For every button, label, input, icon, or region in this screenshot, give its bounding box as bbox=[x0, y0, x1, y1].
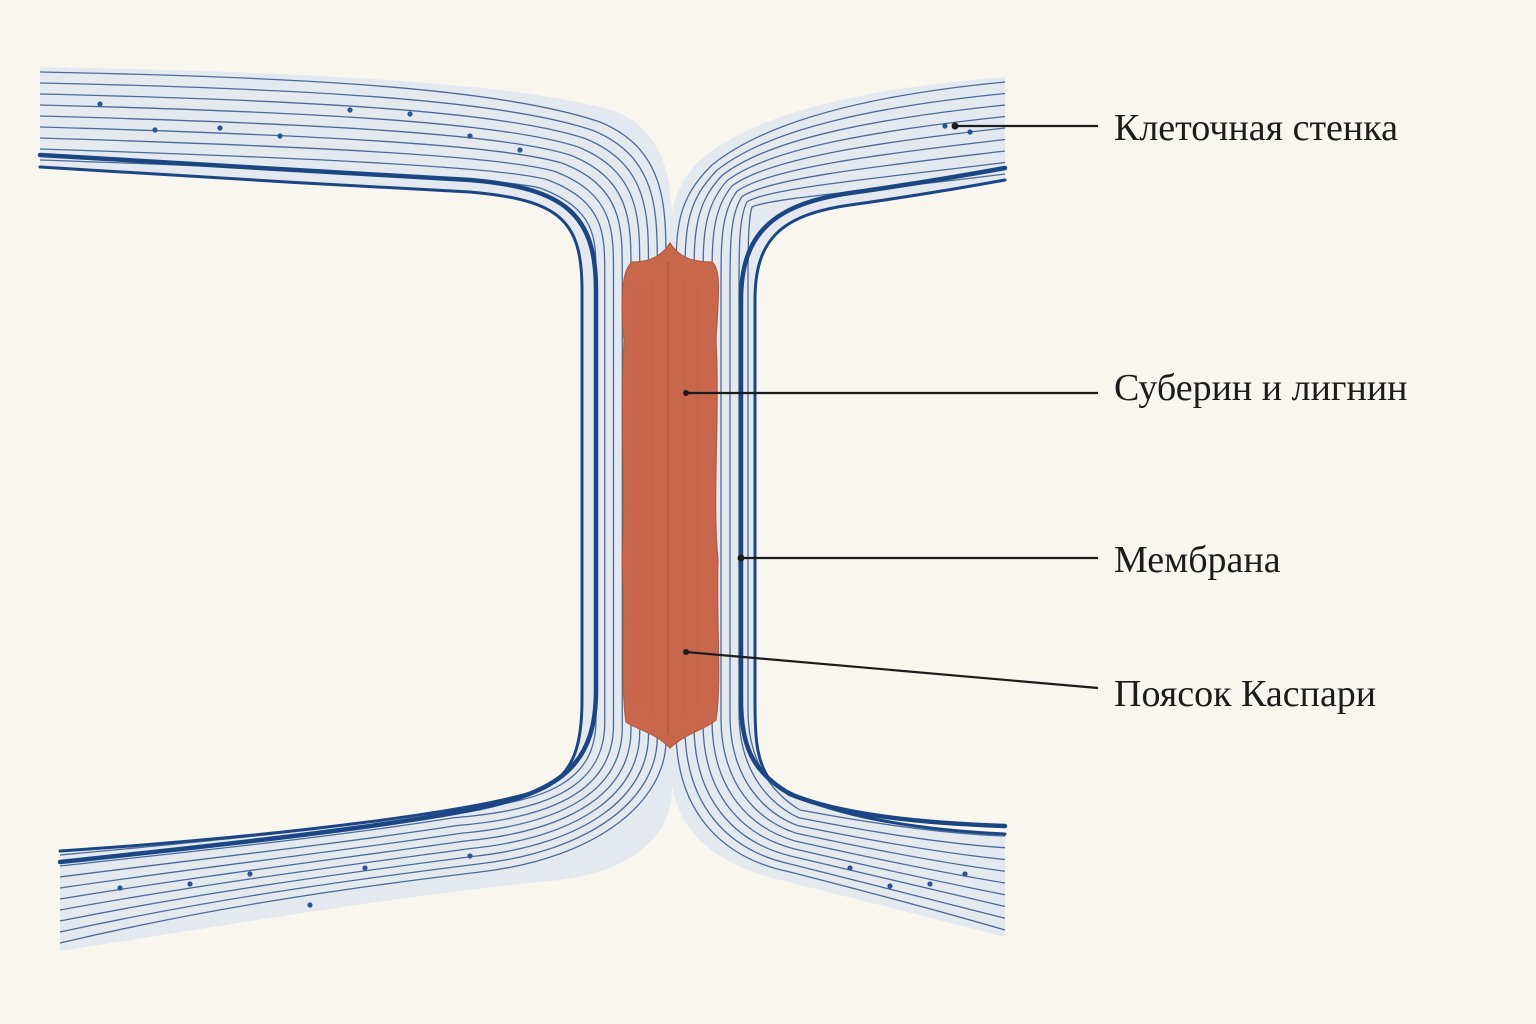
wall-speckle bbox=[307, 902, 313, 908]
wall-speckle bbox=[847, 865, 853, 871]
wall-speckle bbox=[187, 881, 193, 887]
wall-speckle bbox=[467, 853, 473, 859]
wall-speckle bbox=[97, 101, 103, 107]
casparian-strip bbox=[621, 241, 720, 749]
wall-speckle bbox=[517, 147, 523, 153]
wall-speckle bbox=[117, 885, 123, 891]
wall-fibre bbox=[39, 115, 632, 900]
wall-fibre bbox=[747, 173, 1006, 837]
wall-speckle bbox=[962, 871, 968, 877]
label-membrane: Мембрана bbox=[1114, 539, 1281, 581]
label-suberin-lignin: Суберин и лигнин bbox=[1114, 367, 1408, 409]
wall-speckle bbox=[362, 865, 368, 871]
pointer-dot-cell-wall bbox=[951, 122, 959, 130]
wall-speckle bbox=[247, 871, 253, 877]
wall-fibre bbox=[39, 137, 615, 878]
leader-lines bbox=[685, 124, 1099, 690]
pointer-dot-casparian bbox=[683, 649, 689, 655]
pointer-dot-membrane bbox=[737, 554, 745, 562]
leader-casparian-strip bbox=[685, 650, 1099, 690]
wall-speckle bbox=[347, 107, 353, 113]
label-casparian-strip: Поясок Каспари bbox=[1114, 673, 1377, 715]
wall-fibre bbox=[39, 148, 606, 867]
wall-speckle bbox=[152, 127, 158, 133]
wall-speckle bbox=[217, 125, 223, 131]
wall-speckle bbox=[967, 129, 973, 135]
wall-speckle bbox=[887, 883, 893, 889]
wall-speckle bbox=[942, 123, 948, 129]
wall-fibre bbox=[738, 161, 1006, 849]
wall-speckle bbox=[277, 133, 283, 139]
wall-fibre bbox=[39, 126, 623, 889]
label-cell-wall: Клеточная стенка bbox=[1114, 107, 1399, 149]
pointer-dot-suberin bbox=[683, 390, 689, 396]
wall-fibre bbox=[39, 159, 597, 856]
membrane bbox=[37, 152, 1008, 865]
wall-speckle bbox=[927, 881, 933, 887]
wall-speckle bbox=[407, 111, 413, 117]
wall-fibre bbox=[720, 138, 1006, 872]
wall-fibre bbox=[729, 150, 1006, 861]
wall-speckle bbox=[467, 133, 473, 139]
